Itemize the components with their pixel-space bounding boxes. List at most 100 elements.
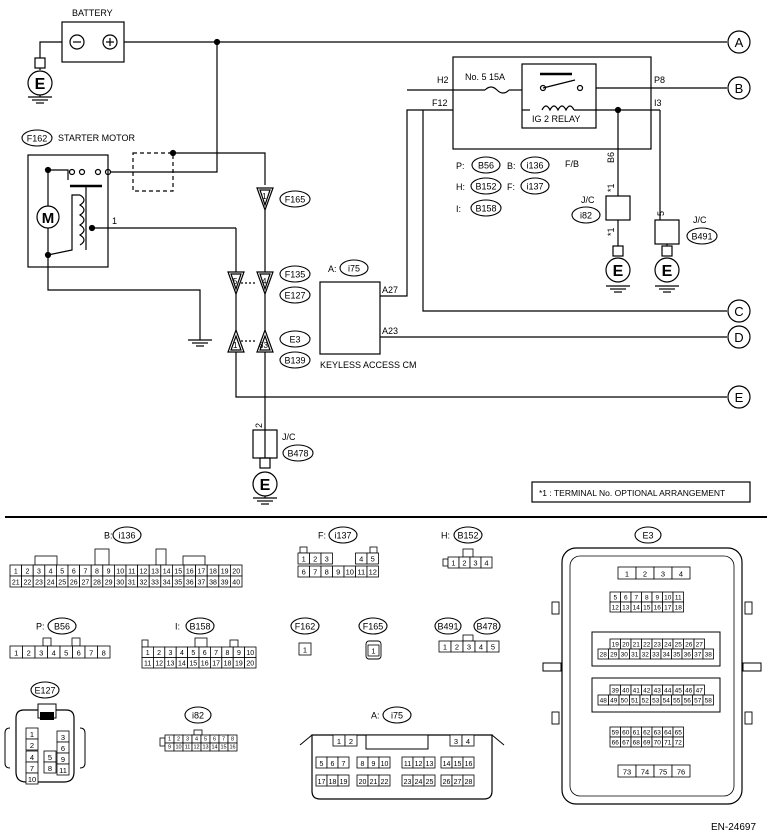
view-e3-pin: 19 [609, 638, 621, 650]
view-e127-pin: 10 [25, 772, 39, 785]
view-f-i137-pin: 9 [332, 565, 345, 578]
view-e3-pin: 64 [662, 726, 674, 738]
view-a-i75-pin: 8 [356, 756, 369, 769]
view-e3-pin: 33 [650, 648, 662, 660]
svg-text:33: 33 [151, 580, 159, 587]
view-e3-pin: 10 [662, 591, 674, 603]
svg-text:34: 34 [663, 652, 671, 659]
view-b-i136-pin: 26 [67, 575, 81, 588]
svg-text:i82: i82 [192, 711, 204, 721]
view-b-i136-pin: 9 [102, 564, 115, 577]
svg-text:14: 14 [178, 661, 186, 668]
view-b-i136-pin: 3 [32, 564, 46, 577]
view-a-i75-pin: 19 [337, 774, 350, 787]
view-a-i75-pin: 5 [315, 756, 328, 769]
svg-text:i137: i137 [334, 531, 351, 541]
view-i82-pin: 3 [182, 734, 193, 744]
view-e3-pin: 3 [653, 566, 673, 580]
terminal-p8: P8 [654, 75, 665, 85]
view-e3-pin: 75 [653, 764, 673, 778]
fb-label: F/B [565, 159, 579, 169]
ground-battery-label: E [35, 76, 46, 93]
svg-text:i75: i75 [391, 711, 403, 721]
view-p-b56-pin: 2 [22, 645, 36, 659]
svg-text:10: 10 [346, 568, 354, 577]
svg-text:54: 54 [663, 698, 671, 705]
view-e3-pin: 14 [630, 601, 642, 613]
svg-text:21: 21 [370, 779, 378, 786]
svg-text:13: 13 [426, 761, 434, 768]
view-e127-pin: 9 [56, 752, 70, 765]
svg-text:24: 24 [415, 779, 423, 786]
svg-text:32: 32 [140, 580, 148, 587]
view-a-i75-pin: 18 [326, 774, 339, 787]
view-e127-pin: 7 [25, 761, 39, 774]
prefix-f: F: [507, 182, 515, 192]
view-b-i136-pin: 33 [148, 575, 162, 588]
schematic [5, 21, 767, 518]
svg-text:36: 36 [684, 652, 692, 659]
svg-text:7: 7 [222, 737, 225, 743]
view-e3-pin: 58 [702, 694, 714, 706]
svg-text:8: 8 [102, 649, 106, 658]
connector-b491-oval: B491 [686, 227, 718, 245]
svg-text:2: 2 [349, 737, 353, 746]
view-e3-pin: 44 [662, 684, 674, 696]
view-p-b56-pin: 3 [34, 645, 48, 659]
prefix-i: I: [456, 204, 461, 214]
view-b-i136-prefix: B: [104, 531, 113, 541]
svg-text:63: 63 [654, 730, 662, 737]
svg-text:B491: B491 [437, 622, 458, 632]
view-e127-pin: 2 [25, 738, 39, 751]
view-p-b56-pin: 8 [97, 645, 111, 659]
view-e3-pin: 1 [617, 566, 637, 580]
view-e3-pin: 11 [672, 591, 684, 603]
view-e3-pin: 8 [641, 591, 653, 603]
svg-text:7: 7 [83, 569, 87, 576]
view-b-i136-pin: 23 [32, 575, 46, 588]
jc-b478-label: J/C [282, 432, 296, 442]
svg-text:B139: B139 [284, 356, 305, 366]
svg-text:12: 12 [612, 605, 620, 612]
fuse-label: No. 5 15A [465, 72, 505, 82]
view-b-i136-pin: 34 [160, 575, 173, 588]
svg-text:11: 11 [357, 568, 365, 577]
svg-text:14: 14 [211, 745, 217, 751]
svg-text:2: 2 [157, 650, 161, 657]
svg-text:52: 52 [642, 698, 650, 705]
view-a-i75-pin: 14 [440, 756, 453, 769]
view-e3-pin: 74 [635, 764, 655, 778]
view-i82-id: i82 [184, 706, 212, 724]
svg-text:68: 68 [633, 740, 641, 747]
svg-text:17: 17 [664, 605, 672, 612]
view-e3-pin: 28 [597, 648, 609, 660]
view-e3-pin: 5 [609, 591, 621, 603]
view-i82-pin: 14 [209, 742, 220, 752]
view-e3-housing [542, 547, 762, 805]
view-a-i75-pin: 17 [315, 774, 328, 787]
view-a-i75-pin: 4 [461, 734, 475, 747]
svg-text:44: 44 [664, 688, 672, 695]
pin-e127: 4 [262, 277, 267, 286]
view-a-i75-pin: 21 [367, 774, 380, 787]
svg-text:26: 26 [685, 642, 693, 649]
svg-text:28: 28 [600, 652, 608, 659]
svg-text:8: 8 [95, 569, 99, 576]
view-i82-pin: 5 [200, 734, 211, 744]
svg-text:E3: E3 [642, 531, 653, 541]
ground-b491-label: E [662, 263, 673, 280]
view-i-b158-pin: 14 [175, 657, 188, 669]
svg-text:F165: F165 [285, 195, 306, 205]
svg-text:14: 14 [633, 605, 641, 612]
svg-text:5: 5 [60, 569, 64, 576]
svg-text:1: 1 [371, 647, 375, 656]
svg-text:21: 21 [633, 642, 641, 649]
svg-text:20: 20 [232, 569, 240, 576]
svg-text:20: 20 [246, 661, 254, 668]
view-e3-pin: 20 [620, 638, 632, 650]
svg-text:13: 13 [167, 661, 175, 668]
keyless-access-label: KEYLESS ACCESS CM [320, 360, 417, 370]
jc-i82-label: J/C [581, 195, 595, 205]
svg-text:8: 8 [325, 568, 329, 577]
svg-text:30: 30 [621, 652, 629, 659]
